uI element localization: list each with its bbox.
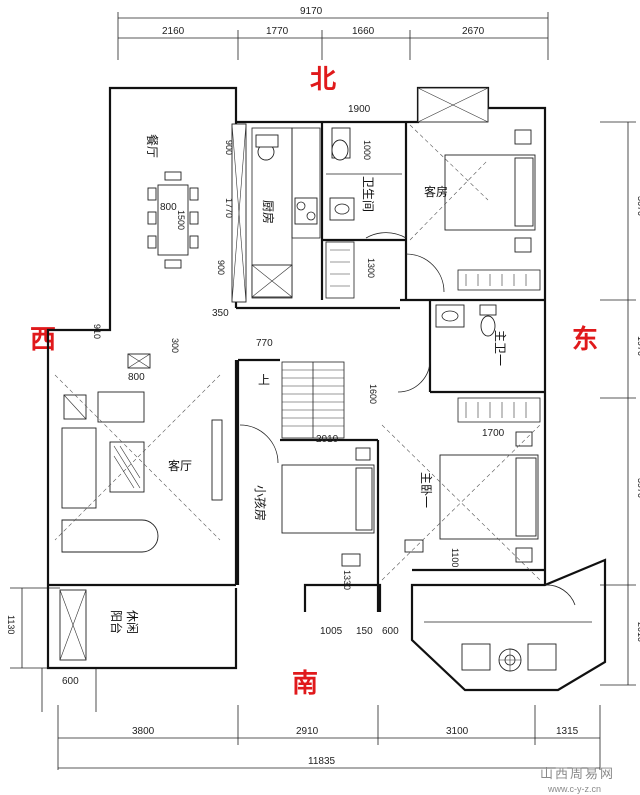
north-label: 北 — [310, 65, 336, 95]
dim-300: 300 — [170, 338, 180, 353]
master-bedroom-label: 主卧一 — [419, 472, 433, 508]
dim-900b: 900 — [216, 260, 226, 275]
dim-1700: 1700 — [482, 428, 505, 439]
dim-1300: 1300 — [366, 258, 376, 278]
leisure-balcony: 休闲 阳台 600 — [62, 610, 139, 687]
top-dimensions: 9170 2160 1770 1660 2670 — [117, 6, 549, 60]
dim-150: 150 — [356, 626, 373, 637]
table-length-label: 1500 — [176, 210, 186, 230]
dim-900a: 900 — [224, 140, 234, 155]
toilet-room: 卫生间 1900 1000 — [326, 104, 407, 239]
windows — [59, 87, 489, 661]
dim-bottom-total: 11835 — [308, 756, 336, 767]
guest-room-label: 客房 — [424, 184, 448, 199]
south-label: 南 — [292, 669, 318, 699]
dim-right-1: 3670 — [636, 196, 640, 216]
toilet-label: 卫生间 — [361, 176, 375, 212]
bottom-dimensions: 3800 2910 3100 1315 11835 — [57, 705, 601, 770]
balcony-label-1: 休闲 — [125, 610, 139, 634]
dim-bottom-3: 3100 — [446, 726, 469, 737]
dim-2010: 2010 — [316, 434, 339, 445]
wardrobes: 1300 — [325, 241, 541, 423]
dim-bottom-4: 1315 — [556, 726, 579, 737]
dim-bottom-2: 2910 — [296, 726, 319, 737]
guest-bedroom: 客房 — [405, 124, 536, 293]
dim-top-2: 1770 — [266, 26, 289, 37]
dim-left-1: 1130 — [6, 615, 16, 634]
table-width-label: 800 — [160, 202, 177, 213]
watermark-brand: 山西周易网 — [540, 767, 615, 782]
dim-1100: 1100 — [450, 548, 460, 567]
watermark: 山西周易网 www.c-y-z.cn — [540, 767, 615, 794]
dim-1005: 1005 — [320, 626, 343, 637]
master-bath-label: 主卫一 — [493, 330, 507, 366]
dim-600b: 600 — [62, 676, 79, 687]
tv-cabinet — [211, 419, 223, 501]
master-bath: 主卫一 — [397, 304, 507, 393]
dim-top-3: 1660 — [352, 26, 375, 37]
dim-770: 770 — [256, 338, 273, 349]
staircase: 上 770 1600 2010 — [256, 338, 378, 445]
dim-1770: 1770 — [224, 198, 234, 218]
dining-area: 800 1500 餐厅 — [145, 134, 199, 269]
dim-1330: 1330 — [342, 570, 352, 590]
dim-top-total: 9170 — [300, 6, 323, 17]
lounge-sofa — [61, 519, 159, 553]
master-bedroom: 主卧一 1700 1100 — [381, 424, 576, 606]
stairs-up-label: 上 — [258, 373, 270, 387]
dim-910: 910 — [92, 324, 102, 339]
east-label: 东 — [572, 324, 598, 355]
dim-1600: 1600 — [368, 384, 378, 404]
living-room-label: 客厅 — [168, 458, 192, 473]
dim-1900: 1900 — [348, 104, 371, 115]
watermark-url: www.c-y-z.cn — [547, 784, 601, 794]
kitchen: 厨房 900 1770 900 350 — [212, 127, 321, 319]
living-room: 客厅 910 300 800 — [54, 324, 223, 553]
interior-walls — [48, 122, 545, 612]
dim-right-3: 3970 — [636, 478, 640, 498]
dim-1000: 1000 — [362, 140, 372, 160]
bay-window-seating — [424, 621, 592, 672]
balcony-label-2: 阳台 — [109, 610, 124, 634]
dim-top-1: 2160 — [162, 26, 185, 37]
dining-room-label: 餐厅 — [145, 134, 160, 158]
kitchen-label: 厨房 — [261, 200, 276, 224]
dim-right-2: 1970 — [636, 336, 640, 356]
kids-room: 小孩房 1330 1005 150 600 — [239, 424, 399, 637]
dim-bottom-1: 3800 — [132, 726, 155, 737]
dim-800: 800 — [128, 372, 145, 383]
kids-room-label: 小孩房 — [253, 485, 268, 521]
armchair — [97, 391, 145, 423]
dim-top-4: 2670 — [462, 26, 485, 37]
dining-table — [157, 184, 189, 256]
dim-right-4: 2010 — [636, 622, 640, 642]
sofa — [61, 427, 97, 509]
dim-600: 600 — [382, 626, 399, 637]
dim-350: 350 — [212, 308, 229, 319]
